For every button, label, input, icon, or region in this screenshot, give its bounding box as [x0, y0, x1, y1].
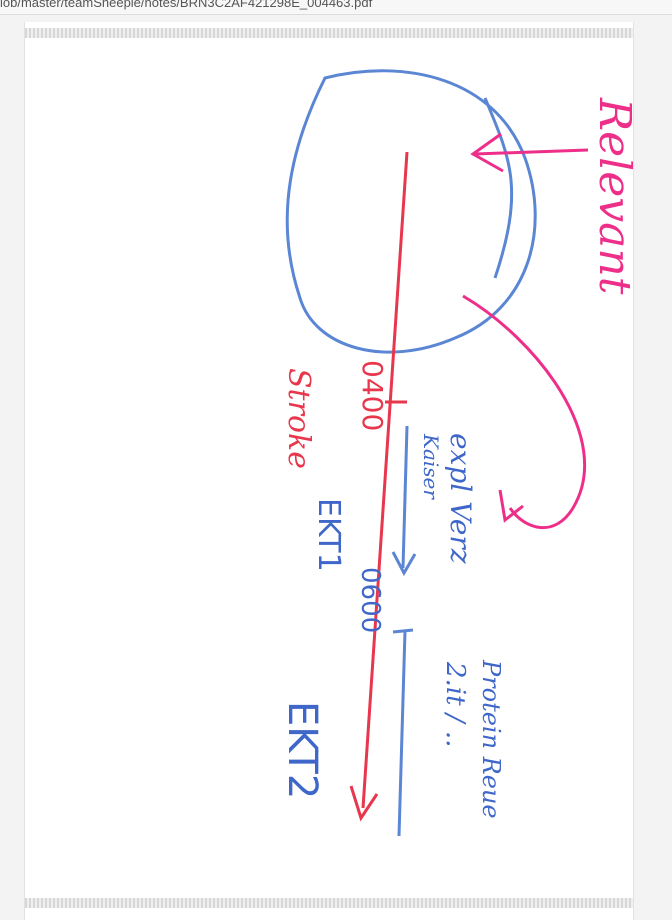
pink-curve-head — [498, 489, 524, 523]
circle-tail — [483, 97, 514, 279]
browser-path-bar: lob/master/teamSheeple/notes/BRN3C2AF421… — [0, 0, 672, 15]
protein-line-2: 2.it / .. — [440, 661, 470, 747]
circle-stroke — [285, 69, 537, 354]
label-kaiser-group: Kaiser — [419, 433, 443, 500]
label-protein2-group: 2.it / .. — [440, 661, 470, 747]
label-0400-group: 0400 — [356, 360, 389, 431]
ekt2-label: EKT2 — [279, 701, 325, 799]
ekt1-label: EKT1 — [311, 498, 346, 572]
protein-line-1: Protein Reue — [477, 659, 505, 819]
file-path: lob/master/teamSheeple/notes/BRN3C2AF421… — [0, 0, 373, 10]
label-stroke-group: Stroke — [281, 368, 316, 469]
pdf-page: Relevant 0400 Stroke expl Verz Kaiser 06… — [25, 38, 633, 898]
time-0600-label: 0600 — [355, 567, 385, 633]
label-ekt1-group: EKT1 — [311, 498, 346, 572]
time-0400-label: 0400 — [356, 360, 389, 431]
relevant-arrow — [474, 148, 589, 156]
label-0600-group: 0600 — [355, 567, 385, 633]
bracket-2-cap — [392, 628, 414, 634]
timeline-arrowhead — [349, 785, 379, 822]
handwritten-note: Relevant 0400 Stroke expl Verz Kaiser 06… — [279, 69, 633, 837]
expl-line-1: expl Verz — [444, 433, 477, 564]
relevant-arrowhead — [470, 132, 504, 173]
bracket-2 — [397, 630, 407, 837]
label-expl-group: expl Verz — [444, 433, 477, 564]
label-ekt2-group: EKT2 — [279, 701, 325, 799]
relevant-label: Relevant — [589, 97, 633, 295]
timeline-axis — [361, 151, 409, 809]
bracket-1 — [401, 425, 409, 569]
expl-line-2: Kaiser — [419, 433, 443, 500]
label-protein-group: Protein Reue — [477, 659, 505, 819]
pdf-viewer[interactable]: Relevant 0400 Stroke expl Verz Kaiser 06… — [24, 22, 634, 920]
bracket-1-head — [391, 551, 417, 577]
page-separator-bottom — [25, 898, 633, 908]
label-relevant-group: Relevant — [589, 97, 633, 295]
page-separator-top — [25, 28, 633, 38]
stroke-label: Stroke — [281, 368, 316, 469]
pink-curve — [462, 294, 586, 529]
